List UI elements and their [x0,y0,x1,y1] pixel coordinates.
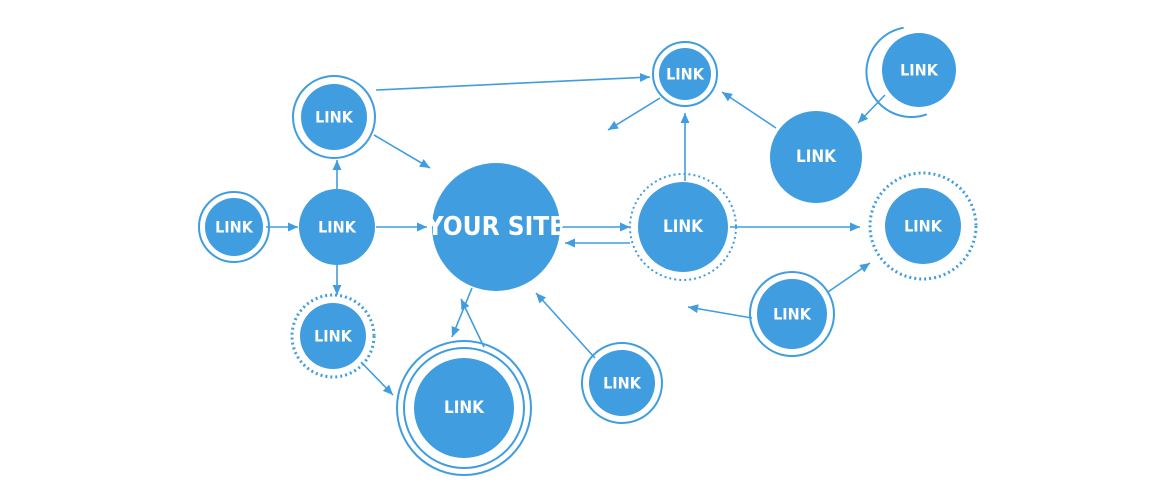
node-circle [300,303,366,369]
connection-arrow [373,134,431,169]
link-node-bot-mid: LINK [581,342,663,424]
node-circle [757,279,827,349]
your-site-label: YOUR SITE [426,212,566,242]
node-ring [292,75,376,159]
node-circle [882,33,956,107]
link-node-right-low: LINK [749,271,835,357]
node-ring [396,340,532,476]
node-circle [205,198,263,256]
link-label: LINK [666,65,705,84]
connection-arrow [451,287,473,338]
node-circle [589,350,655,416]
node-ring [865,26,928,119]
link-label: LINK [318,218,357,237]
node-ring [652,41,718,107]
connection-arrow [687,304,753,319]
link-label: LINK [900,61,939,80]
node-ring [198,191,270,263]
link-node-hub: LINK [299,189,375,265]
link-node-right-end: LINK [868,171,978,281]
link-node-bottom: LINK [396,340,532,476]
connection-arrow [375,73,651,91]
link-label: LINK [444,398,485,418]
link-node-top-right: LINK [865,26,956,119]
link-label: LINK [796,147,837,167]
link-node-right-up: LINK [770,111,862,203]
link-label: LINK [315,108,354,127]
connection-arrow [460,298,485,348]
node-ring [749,271,835,357]
link-node-left: LINK [198,191,270,263]
node-ring [290,293,376,379]
node-circle [770,111,862,203]
link-label: LINK [603,374,642,393]
node-ring [868,171,978,281]
connection-arrow [827,262,871,293]
link-node-right-hub: LINK [629,173,737,281]
connection-arrow [360,361,394,396]
node-ring [629,173,737,281]
connection-arrow [721,91,777,129]
node-circle [659,48,711,100]
link-label: LINK [663,217,704,237]
connection-arrow [857,94,886,124]
link-label: LINK [215,218,254,237]
link-node-top-mid: LINK [652,41,718,107]
connection-arrow [607,97,661,131]
connections [266,73,886,396]
link-label: LINK [314,327,353,346]
node-circle [301,84,367,150]
connection-arrow [535,292,596,359]
node-circle [432,163,560,291]
node-circle [414,358,514,458]
node-circle [638,182,728,272]
node-ring [581,342,663,424]
node-circle [299,189,375,265]
link-node-low-left: LINK [290,293,376,379]
link-label: LINK [773,305,812,324]
node-ring [403,347,525,469]
link-node-top-left: LINK [292,75,376,159]
your-site-node: YOUR SITE [426,163,566,291]
node-circle [885,188,961,264]
link-label: LINK [904,217,943,236]
nodes: YOUR SITE LINK LINK LINK LINK LINK LINK LINK LIN… [198,26,978,476]
